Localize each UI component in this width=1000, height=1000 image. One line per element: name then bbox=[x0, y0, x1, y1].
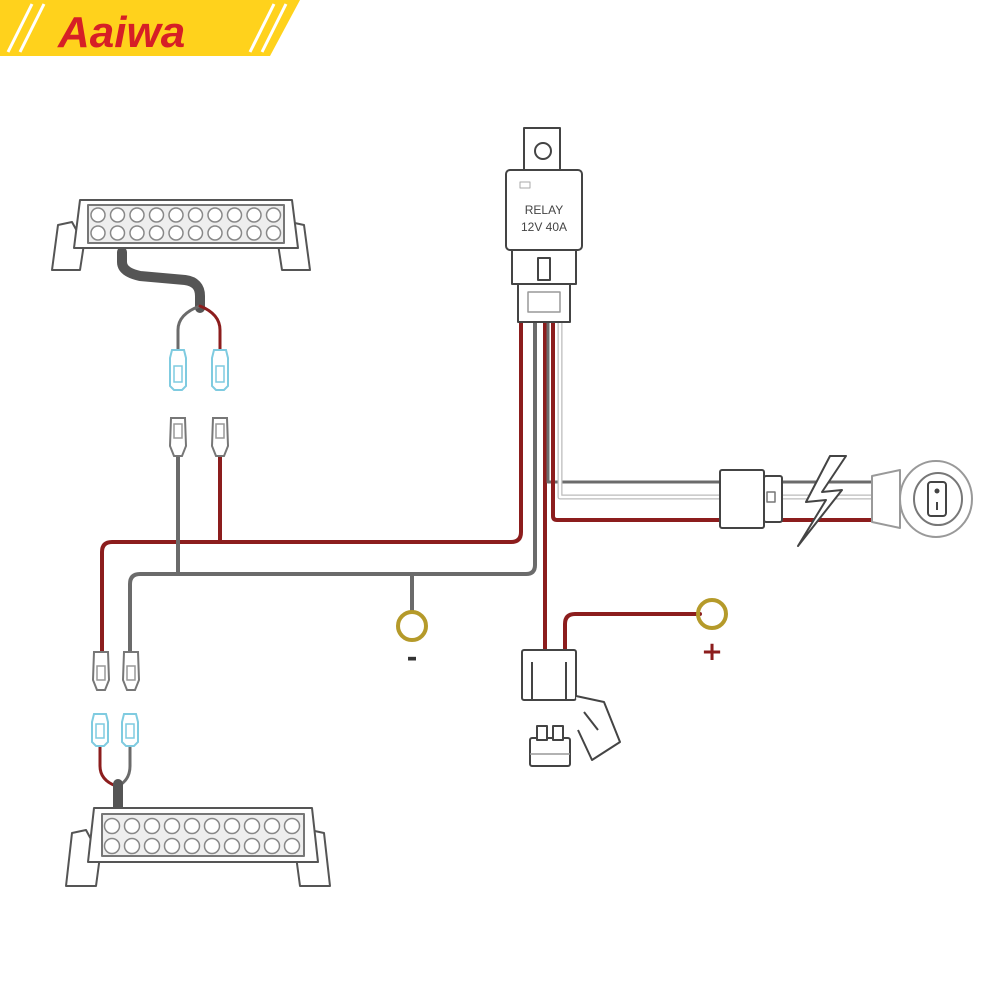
rocker-switch-paddle bbox=[927, 481, 947, 517]
switch-wire-white-inner bbox=[558, 320, 722, 499]
lightning-icon bbox=[797, 455, 847, 547]
positive-sign: + bbox=[701, 637, 723, 667]
light-bar-top-leds bbox=[90, 207, 282, 241]
wires bbox=[98, 247, 878, 813]
connector-bottom-harness-neg bbox=[121, 651, 141, 691]
brand-banner: Aaiwa bbox=[0, 0, 300, 57]
led-dot bbox=[203, 817, 221, 835]
brand-banner-bg bbox=[0, 0, 300, 56]
relay-rating: 12V 40A bbox=[521, 220, 567, 234]
led-dot bbox=[109, 225, 126, 241]
led-dot bbox=[203, 837, 221, 855]
led-dot bbox=[246, 207, 262, 223]
led-dot bbox=[226, 207, 243, 223]
led-dot bbox=[223, 837, 241, 855]
brand-logo-text: Aaiwa bbox=[57, 8, 185, 57]
led-dot bbox=[123, 817, 141, 835]
led-dot bbox=[263, 817, 281, 835]
positive-ring-terminal-icon: + bbox=[696, 598, 728, 667]
led-dot bbox=[148, 207, 165, 223]
connector-top-blue-neg bbox=[169, 349, 187, 391]
negative-ring-terminal-icon: - bbox=[396, 610, 428, 673]
negative-sign: - bbox=[407, 643, 418, 673]
led-dot bbox=[283, 817, 301, 835]
led-dot bbox=[183, 817, 201, 835]
connector-bottom-harness-pos bbox=[91, 651, 111, 691]
light-bar-top-icon bbox=[51, 199, 311, 271]
led-dot bbox=[168, 225, 184, 241]
led-dot bbox=[283, 837, 301, 855]
led-dot bbox=[103, 837, 121, 855]
negative-wire-main bbox=[128, 318, 537, 667]
led-dot bbox=[143, 837, 161, 855]
top-bar-pos-lead bbox=[198, 304, 222, 354]
fuse-holder-body bbox=[521, 649, 577, 701]
positive-wire-main bbox=[100, 318, 523, 667]
led-dot bbox=[243, 837, 261, 855]
connector-bottom-blue-neg bbox=[121, 713, 139, 747]
relay-icon: RELAY 12V 40A bbox=[505, 127, 583, 323]
light-bar-bottom-icon bbox=[65, 807, 331, 887]
led-dot bbox=[90, 207, 106, 223]
led-dot bbox=[163, 837, 181, 855]
led-dot bbox=[187, 225, 204, 241]
led-dot bbox=[226, 225, 243, 241]
led-dot bbox=[143, 817, 161, 835]
led-dot bbox=[183, 837, 201, 855]
led-dot bbox=[90, 225, 106, 241]
led-dot bbox=[243, 817, 261, 835]
led-dot bbox=[103, 817, 121, 835]
fuse-icon bbox=[521, 649, 621, 767]
bottom-bar-pos-lead bbox=[98, 736, 118, 788]
led-dot bbox=[109, 207, 126, 223]
led-dot bbox=[129, 225, 145, 241]
led-dot bbox=[263, 837, 281, 855]
led-dot bbox=[163, 817, 181, 835]
connector-bottom-blue-pos bbox=[91, 713, 109, 747]
switch-wire-white bbox=[557, 319, 723, 500]
light-bar-bottom-leds bbox=[103, 817, 301, 855]
positive-wire-battery bbox=[563, 612, 702, 652]
relay-label: RELAY bbox=[525, 203, 563, 217]
led-dot bbox=[246, 225, 262, 241]
switch-connector-icon bbox=[719, 469, 783, 529]
led-dot bbox=[148, 225, 165, 241]
led-dot bbox=[129, 207, 145, 223]
fuse-blade bbox=[529, 737, 571, 767]
switch-wire-grey bbox=[546, 320, 722, 484]
led-dot bbox=[207, 207, 223, 223]
led-dot bbox=[187, 207, 204, 223]
top-bar-neg-lead bbox=[176, 304, 202, 354]
switch-wire-red bbox=[551, 320, 722, 522]
led-dot bbox=[207, 225, 223, 241]
led-dot bbox=[265, 225, 282, 241]
led-dot bbox=[168, 207, 184, 223]
connector-top-harness-pos bbox=[210, 417, 230, 457]
rocker-switch-icon bbox=[871, 460, 973, 538]
led-dot bbox=[223, 817, 241, 835]
connector-top-blue-pos bbox=[211, 349, 229, 391]
top-bar-cable bbox=[117, 247, 205, 313]
connector-top-harness-neg bbox=[168, 417, 188, 457]
led-dot bbox=[123, 837, 141, 855]
led-dot bbox=[265, 207, 282, 223]
